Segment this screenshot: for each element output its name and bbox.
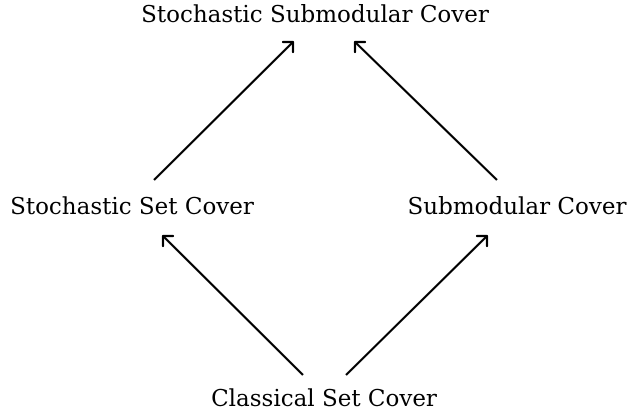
edge-classical-to-submodular-cover (345, 234, 489, 376)
edge-stochastic-set-cover-to-top (153, 40, 295, 181)
node-classical-set-cover: Classical Set Cover (211, 386, 437, 410)
arrowhead-icon (475, 234, 489, 248)
arrowhead-icon (353, 40, 367, 54)
node-stochastic-submodular-cover: Stochastic Submodular Cover (141, 2, 489, 28)
arrowhead-icon (161, 234, 175, 248)
node-stochastic-set-cover: Stochastic Set Cover (10, 194, 254, 220)
edge-line (153, 41, 294, 181)
arrowhead-icon (281, 40, 295, 54)
edge-line (162, 235, 304, 376)
node-submodular-cover: Submodular Cover (408, 194, 627, 220)
edge-line (354, 41, 498, 181)
edge-line (345, 235, 488, 376)
edge-submodular-cover-to-top (353, 40, 498, 181)
edge-classical-to-stochastic-set-cover (161, 234, 304, 376)
